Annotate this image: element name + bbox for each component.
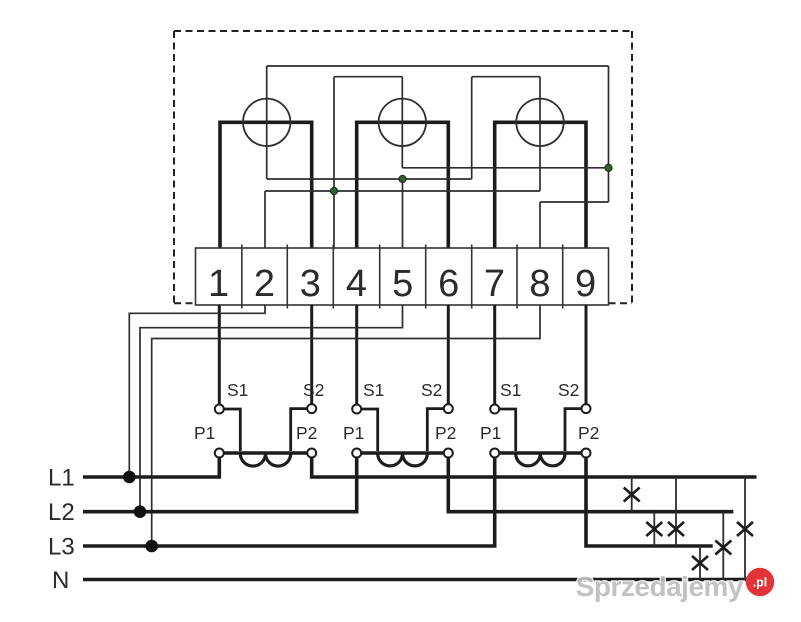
- line-l2: [83, 457, 359, 514]
- terminal-s2: [580, 403, 592, 415]
- voltage-tap-lines: [128, 305, 541, 543]
- terminal-p2: [306, 447, 318, 459]
- label-p2: P2: [578, 423, 599, 443]
- current-transformer-3: S1 S2 P1 P2: [480, 380, 599, 468]
- terminal-number-7: 7: [484, 263, 505, 305]
- label-p2: P2: [296, 423, 317, 443]
- line-l3: [584, 457, 713, 548]
- secondary-leads: [217, 305, 588, 405]
- terminal-number-6: 6: [438, 263, 459, 305]
- load-x-icon: [645, 521, 664, 537]
- watermark: Sprzedajemy .pl: [575, 567, 775, 603]
- load-x-icon: [691, 555, 709, 571]
- terminal-s1: [213, 403, 225, 415]
- terminal-number-9: 9: [575, 263, 596, 305]
- terminal-number-4: 4: [346, 263, 367, 305]
- junction-dots-internal: [329, 163, 613, 196]
- terminal-s1: [489, 403, 501, 415]
- junction-dot: [329, 186, 339, 196]
- terminal-p1: [351, 447, 363, 459]
- junction-dot: [145, 539, 158, 553]
- terminal-s2: [442, 403, 454, 415]
- terminal-number-8: 8: [529, 263, 550, 305]
- label-l3: L3: [48, 533, 75, 560]
- load-x-icon: [622, 486, 641, 503]
- terminal-number-5: 5: [392, 263, 413, 305]
- load-x-icon: [714, 539, 733, 556]
- current-transformer-2: S1 S2 P1 P2: [343, 380, 456, 468]
- label-s1: S1: [500, 380, 521, 400]
- junction-dot: [123, 470, 136, 484]
- meter-enclosure-dashed-border: [173, 30, 633, 305]
- load-x-icon: [667, 521, 685, 537]
- terminal-p1: [213, 447, 225, 459]
- label-s1: S1: [363, 380, 384, 400]
- load-branches: [630, 477, 746, 580]
- primary-winding-humps: [376, 453, 429, 468]
- load-x-icon: [736, 521, 754, 537]
- line-l3: [83, 457, 497, 548]
- terminal-s1: [351, 403, 363, 415]
- label-n: N: [52, 567, 69, 594]
- label-s2: S2: [421, 380, 442, 400]
- label-p1: P1: [480, 423, 501, 443]
- label-p1: P1: [343, 423, 364, 443]
- terminal-number-1: 1: [208, 263, 229, 305]
- terminal-number-3: 3: [300, 263, 321, 305]
- junction-dot: [133, 505, 147, 518]
- primary-winding-humps: [238, 453, 293, 468]
- terminal-p1: [489, 447, 501, 459]
- meter-voltage-wiring: [264, 65, 610, 248]
- terminal-block: 1 2 3 4 5 6 7 8 9: [194, 244, 610, 309]
- junction-dot: [604, 163, 613, 172]
- label-p1: P1: [194, 423, 215, 443]
- watermark-text: Sprzedajemy: [576, 571, 744, 602]
- label-s1: S1: [227, 380, 248, 400]
- junction-dot: [398, 174, 407, 184]
- terminal-number-2: 2: [254, 263, 275, 305]
- watermark-pl-badge: [745, 567, 775, 597]
- load-x-icons: [622, 486, 754, 571]
- junction-dots-phase: [123, 470, 158, 553]
- label-p2: P2: [435, 423, 456, 443]
- label-l2: L2: [48, 499, 75, 526]
- line-l1: [309, 457, 757, 479]
- terminal-p2: [580, 447, 592, 459]
- label-s2: S2: [558, 380, 579, 400]
- primary-winding-humps: [514, 453, 567, 468]
- label-l1: L1: [48, 465, 75, 492]
- line-l2: [446, 457, 734, 514]
- terminal-s2: [306, 403, 318, 415]
- current-transformer-1: S1 S2 P1 P2: [194, 380, 324, 468]
- label-s2: S2: [303, 380, 324, 400]
- terminal-p2: [442, 447, 454, 459]
- watermark-pl-text: .pl: [753, 576, 768, 590]
- phase-lines: [83, 457, 757, 582]
